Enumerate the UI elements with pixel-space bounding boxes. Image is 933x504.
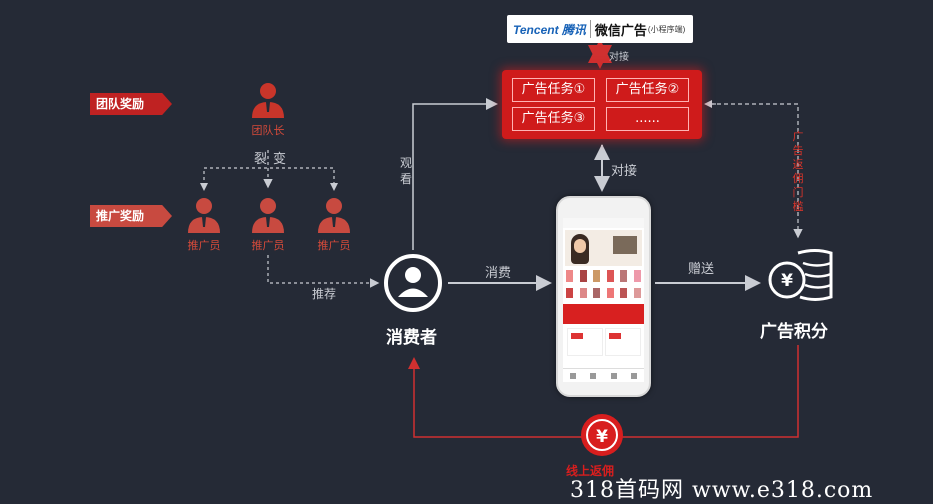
recommend-label: 推荐	[312, 287, 337, 301]
product-row-2	[566, 288, 641, 300]
promoter-icon	[188, 198, 220, 233]
tencent-wechat-ads-logo: Tencent 腾讯 微信广告 (小程序端)	[507, 15, 693, 43]
gift-label: 赠送	[688, 262, 715, 277]
promoter-label-1: 推广员	[187, 239, 221, 252]
consume-label: 消费	[485, 266, 512, 281]
recommend-line	[267, 255, 380, 288]
ad-task-1: 广告任务①	[512, 78, 595, 102]
consumer-label: 消费者	[386, 328, 437, 348]
promo-reward-tag: 推广奖励	[90, 205, 172, 227]
promoter-label-3: 推广员	[317, 239, 351, 252]
team-reward-tag: 团队奖励	[90, 93, 172, 115]
team-leader-icon	[252, 83, 284, 118]
product-row	[566, 270, 641, 284]
user-circle-icon	[384, 254, 442, 312]
wechat-ads-title: 微信广告	[594, 22, 647, 38]
promoter-icon	[252, 198, 284, 233]
phone-mockup	[556, 196, 651, 397]
mid-connect-label: 对接	[611, 164, 638, 179]
banner-image	[565, 230, 642, 266]
yen-coins-icon: ¥	[768, 249, 833, 301]
ad-task-3: 广告任务③	[512, 107, 595, 131]
promo-banner	[563, 304, 644, 324]
watch-label: 观看	[399, 156, 412, 186]
mini-program-screen	[563, 218, 644, 382]
promoter-label-2: 推广员	[251, 239, 285, 252]
logo-divider	[589, 20, 591, 38]
tencent-brand: Tencent 腾讯	[513, 22, 586, 37]
coupon-card	[567, 328, 603, 356]
ad-points-label: 广告积分	[760, 322, 828, 342]
ad-task-panel: 广告任务① 广告任务② 广告任务③ ......	[502, 70, 702, 139]
split-label: 裂变	[254, 152, 293, 167]
watch-line	[412, 98, 498, 250]
ad-return-threshold-label: 广告返佣门槛	[792, 130, 804, 213]
team-leader-label: 团队长	[251, 124, 285, 137]
ad-return-line	[710, 103, 803, 239]
ad-task-2: 广告任务②	[606, 78, 689, 102]
yen-coin-icon: ¥	[581, 414, 623, 456]
ad-task-more: ......	[606, 107, 689, 131]
svg-text:¥: ¥	[781, 271, 793, 291]
tab-bar	[563, 368, 644, 382]
svg-text:¥: ¥	[596, 427, 608, 447]
promoter-icon	[318, 198, 350, 233]
top-connect-label: 对接	[609, 52, 629, 63]
online-rebate-label: 线上返佣	[566, 464, 615, 478]
mini-program-note: (小程序端)	[647, 24, 686, 34]
coupon-card	[605, 328, 641, 356]
site-watermark: 318首码网 www.e318.com	[570, 478, 874, 503]
